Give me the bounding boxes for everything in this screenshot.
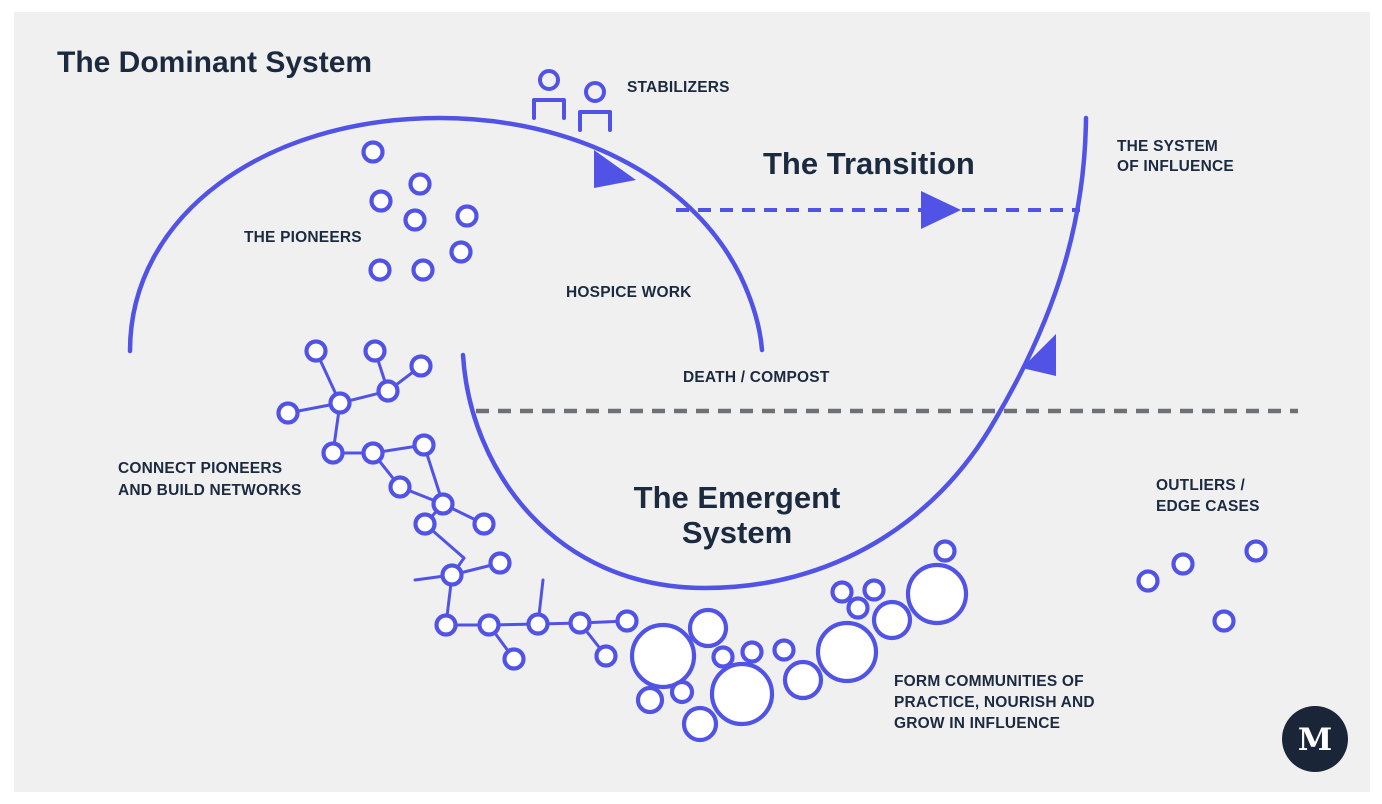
network-node <box>409 354 433 378</box>
network-node <box>413 512 437 536</box>
pioneer-node <box>403 208 427 232</box>
outlier-node <box>1171 552 1195 576</box>
m-logo-badge: M <box>1282 706 1348 772</box>
dominant-system-title: The Dominant System <box>57 46 372 79</box>
community-bubble <box>711 645 735 669</box>
outlier-nodes <box>1136 539 1268 633</box>
network-node <box>477 613 501 637</box>
community-bubble <box>830 580 854 604</box>
community-bubble <box>669 679 695 705</box>
emergent-curve-arrow-head-icon <box>1022 334 1056 376</box>
pioneer-node <box>449 240 473 264</box>
network-node <box>568 611 592 635</box>
pioneer-network-nodes <box>276 339 639 671</box>
connect-pioneers-label-line1: CONNECT PIONEERS <box>118 460 282 477</box>
community-bubble <box>862 578 886 602</box>
community-bubble <box>815 620 879 684</box>
network-node <box>376 379 400 403</box>
community-bubble <box>709 661 775 727</box>
emergent-system-title-line1: The Emergent <box>634 480 841 515</box>
pioneers-nodes <box>361 140 479 282</box>
network-node <box>526 612 550 636</box>
community-bubble <box>772 638 796 662</box>
pioneer-node <box>361 140 385 164</box>
community-bubble <box>740 640 764 664</box>
community-bubble <box>846 596 870 620</box>
system-of-influence-label-line2: OF INFLUENCE <box>1117 158 1234 175</box>
network-node <box>361 441 385 465</box>
network-node <box>472 512 496 536</box>
hospice-work-label: HOSPICE WORK <box>566 284 692 301</box>
network-node <box>321 441 345 465</box>
transition-title: The Transition <box>763 146 975 181</box>
network-node <box>488 551 512 575</box>
emergent-system-curve <box>460 115 1089 591</box>
pioneer-node <box>455 204 479 228</box>
communities-label-line3: GROW IN INFLUENCE <box>894 715 1060 732</box>
outliers-label-line2: EDGE CASES <box>1156 498 1260 515</box>
community-bubble <box>933 539 957 563</box>
community-bubble <box>905 562 969 626</box>
outlier-node <box>1136 569 1160 593</box>
outlier-node <box>1244 539 1268 563</box>
logo-letter: M <box>1298 722 1332 758</box>
community-bubble <box>635 685 665 715</box>
pioneer-node <box>369 189 393 213</box>
connect-pioneers-label-line2: AND BUILD NETWORKS <box>118 482 302 499</box>
pioneer-node <box>411 258 435 282</box>
pioneer-node <box>408 172 432 196</box>
network-node <box>363 339 387 363</box>
community-bubble <box>871 599 913 641</box>
stabilizers-label: STABILIZERS <box>627 79 730 96</box>
network-node <box>440 563 464 587</box>
diagram-background <box>14 12 1370 792</box>
dominant-system-curve <box>127 115 765 354</box>
network-node <box>276 401 300 425</box>
network-node <box>502 647 526 671</box>
network-node <box>388 475 412 499</box>
network-node <box>412 433 436 457</box>
network-node <box>434 613 458 637</box>
dominant-curve-arrow-head-icon <box>594 150 636 188</box>
community-bubble <box>687 607 729 649</box>
network-node <box>615 609 639 633</box>
stabilizer-person-icon <box>532 69 566 120</box>
emergent-system-title-line2: System <box>682 515 792 550</box>
system-of-influence-label-line1: THE SYSTEM <box>1117 138 1218 155</box>
community-bubble <box>681 705 719 743</box>
network-node <box>594 644 618 668</box>
pioneers-label: THE PIONEERS <box>244 229 362 246</box>
pioneer-node <box>368 258 392 282</box>
death-compost-label: DEATH / COMPOST <box>683 369 830 386</box>
stabilizer-person-icon <box>578 81 612 132</box>
community-bubbles <box>629 539 969 743</box>
community-bubble <box>782 659 824 701</box>
community-bubble <box>629 622 697 690</box>
network-node <box>328 391 352 415</box>
network-node <box>431 492 455 516</box>
communities-label-line2: PRACTICE, NOURISH AND <box>894 694 1095 711</box>
network-node <box>304 339 328 363</box>
outliers-label-line1: OUTLIERS / <box>1156 477 1245 494</box>
communities-label-line1: FORM COMMUNITIES OF <box>894 673 1084 690</box>
outlier-node <box>1212 609 1236 633</box>
transition-arrow-head-icon <box>921 191 961 229</box>
